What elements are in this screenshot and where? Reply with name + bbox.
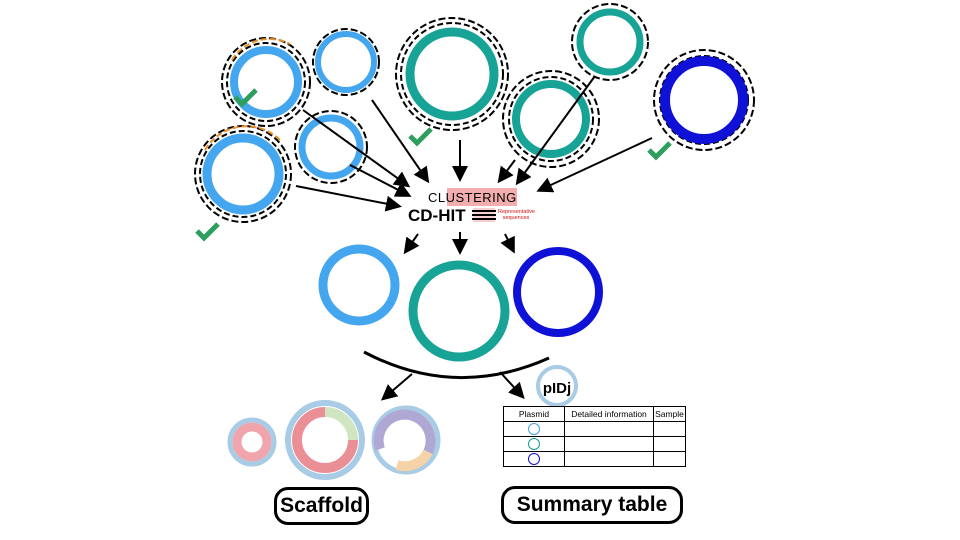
split-arrows: [380, 371, 525, 401]
table-row: [503, 436, 686, 452]
check-icon: [647, 141, 672, 161]
scaffold-plasmid-2: [285, 400, 365, 480]
plasmid-ring-icon: [528, 438, 540, 450]
input-arrows: [295, 75, 653, 212]
input-plasmid-4: [571, 3, 649, 81]
representative-sequences-note: Representative sequences: [498, 209, 535, 221]
cluster-output-arrows: [403, 232, 515, 255]
cdhit-tool-label: CD-HIT: [408, 206, 466, 225]
input-plasmid-6: [653, 49, 755, 151]
bracket-curve: [363, 350, 550, 380]
logo-text: pIDj: [543, 380, 571, 397]
check-icon: [233, 88, 258, 108]
header-plasmid: Plasmid: [503, 406, 565, 422]
input-plasmid-2: [312, 28, 380, 96]
plasmid-cell: [503, 421, 565, 437]
input-plasmid-8: [294, 110, 368, 184]
summary-table: Plasmid Detailed information Sample: [503, 406, 686, 467]
sequence-bars-icon: [472, 210, 496, 220]
plasmid-cell: [503, 436, 565, 452]
input-plasmid-7: [194, 125, 292, 223]
table-row: [503, 451, 686, 467]
header-sample: Sample: [653, 406, 686, 422]
plasmid-cell: [503, 451, 565, 467]
pidj-logo: pIDj: [536, 365, 578, 407]
clustering-title: CLUSTERING: [428, 190, 517, 205]
scaffold-label: Scaffold: [274, 487, 369, 525]
input-plasmid-3: [395, 17, 509, 131]
representative-plasmid-teal: [408, 260, 510, 362]
input-plasmid-5: [502, 70, 600, 168]
check-icon: [195, 222, 220, 242]
summary-table-header: Plasmid Detailed information Sample: [503, 406, 686, 422]
header-detailed-information: Detailed information: [564, 406, 654, 422]
representative-plasmid-light-blue: [318, 244, 400, 326]
plasmid-ring-icon: [528, 453, 540, 465]
clustering-highlight: [447, 188, 517, 206]
table-row: [503, 421, 686, 437]
input-plasmid-1: [221, 37, 311, 127]
summary-table-label: Summary table: [501, 486, 683, 524]
representative-plasmid-dark-blue: [513, 247, 603, 337]
scaffold-plasmid-3: [371, 405, 441, 475]
plasmid-ring-icon: [528, 423, 540, 435]
check-icon: [408, 127, 433, 147]
scaffold-plasmid-1: [227, 417, 277, 467]
